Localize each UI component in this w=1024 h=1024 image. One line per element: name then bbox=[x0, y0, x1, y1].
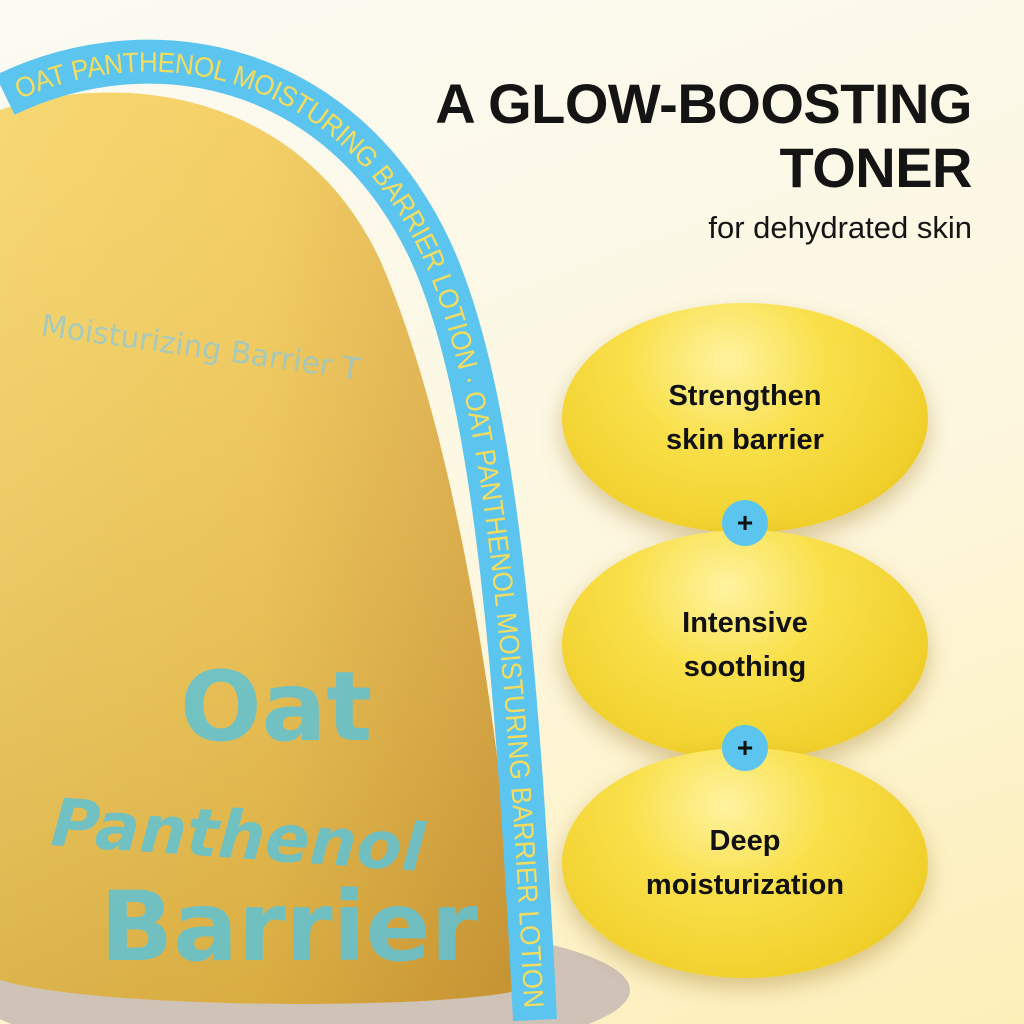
bottle-brand-oat: Oat bbox=[180, 651, 372, 763]
benefit-pill-3: Deep moisturization bbox=[562, 748, 928, 978]
headline: A GLOW-BOOSTING TONER for dehydrated ski… bbox=[435, 72, 972, 246]
benefit-text: skin barrier bbox=[666, 424, 824, 456]
benefit-text: moisturization bbox=[645, 869, 845, 901]
benefit-text: Strengthen bbox=[668, 380, 822, 412]
headline-line1: A GLOW-BOOSTING bbox=[435, 72, 972, 135]
benefit-text: Deep bbox=[709, 825, 781, 857]
plus-icon: + bbox=[722, 725, 768, 771]
benefit-pill-1: Strengthen skin barrier bbox=[562, 303, 928, 533]
plus-icon: + bbox=[722, 500, 768, 546]
benefit-text: Intensive bbox=[682, 607, 808, 639]
headline-subtitle: for dehydrated skin bbox=[708, 210, 972, 245]
bottle-shading bbox=[0, 92, 520, 1004]
bottle-brand-barrier: Barrier bbox=[100, 871, 479, 983]
headline-line2: TONER bbox=[779, 136, 973, 199]
benefit-pill-2: Intensive soothing bbox=[562, 530, 928, 760]
benefit-text: soothing bbox=[683, 651, 807, 683]
